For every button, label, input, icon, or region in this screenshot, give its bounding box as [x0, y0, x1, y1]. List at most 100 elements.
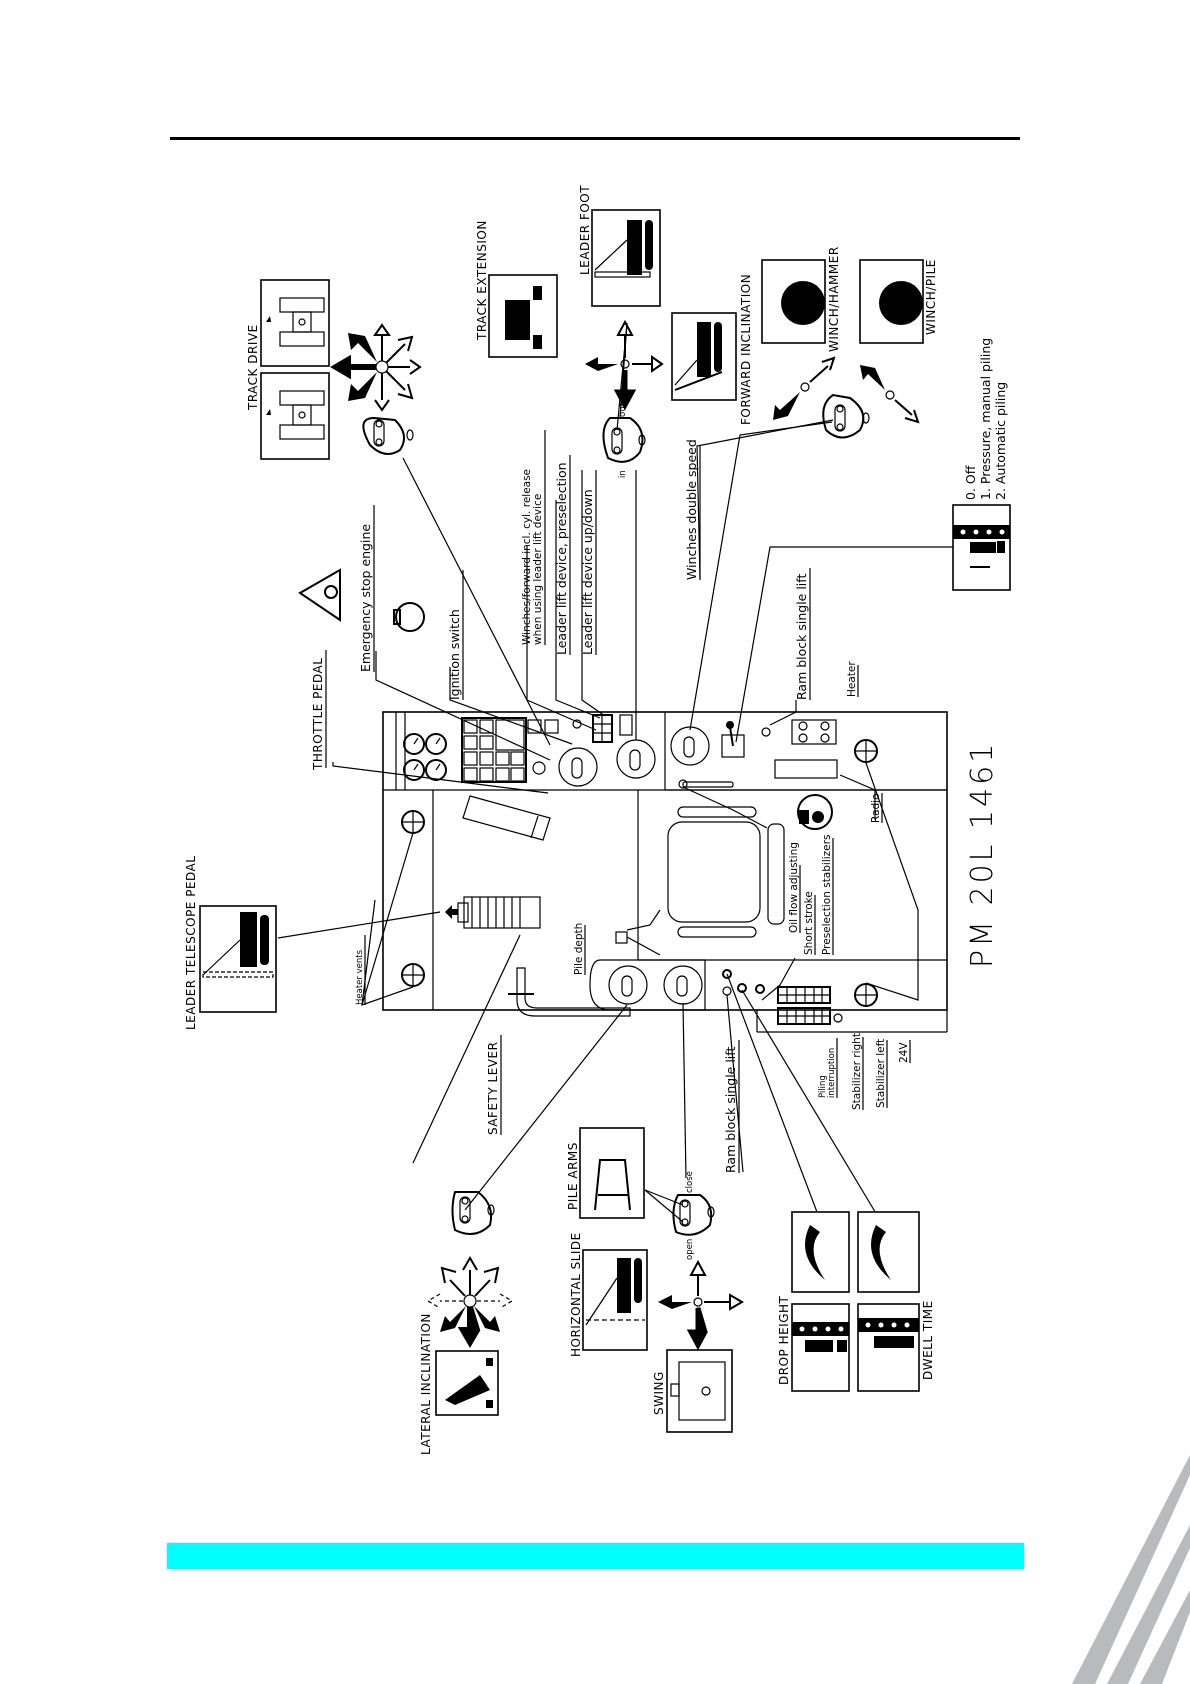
label-emergency-stop: Emergency stop engine	[358, 524, 373, 672]
mode-selector-lever[interactable]	[721, 721, 745, 758]
label-forward-inclination: FORWARD INCLINATION	[739, 274, 753, 425]
label-stabilizer-right: Stabilizer right	[851, 1033, 863, 1110]
label-ram-block-top: Ram block single lift	[794, 574, 809, 700]
emergency-stop-icon	[298, 568, 341, 622]
leader-foot-symbol	[591, 209, 661, 307]
model-code: PM 20L 1461	[965, 741, 1000, 968]
heater-vent-2	[401, 963, 425, 987]
console-knob-4[interactable]	[608, 965, 648, 1005]
stripe-2	[1107, 1525, 1190, 1684]
safety-lever[interactable]	[516, 967, 631, 1017]
horizontal-slide-symbol	[582, 1249, 648, 1351]
lateral-inclination-symbol	[435, 1350, 499, 1416]
radio-antenna	[678, 779, 734, 789]
label-preselection-stabilizers: Preselection stabilizers	[821, 835, 833, 955]
drop-height-symbol	[791, 1303, 850, 1392]
joystick-track-drive[interactable]	[362, 416, 414, 455]
leader-telescope-pedal[interactable]	[445, 896, 541, 929]
ignition-icon	[393, 602, 425, 632]
label-pile-arms: PILE ARMS	[566, 1142, 580, 1210]
swing-symbol	[666, 1349, 733, 1433]
track-drive-symbol	[260, 279, 330, 460]
label-heater-vents: Heater vents	[355, 949, 365, 1005]
pressure-dial-1-symbol	[791, 1211, 850, 1293]
stabilizer-switch-row-1[interactable]	[777, 986, 831, 1004]
label-safety-lever: SAFETY LEVER	[486, 1042, 500, 1135]
label-piling-line2: interruption	[827, 1048, 837, 1098]
label-winches-forward-line2: when using leader lift device	[532, 494, 544, 645]
joystick-lateral[interactable]	[451, 1191, 495, 1235]
label-winch-pile: WINCH/PILE	[924, 259, 938, 335]
button-a[interactable]	[722, 969, 732, 979]
label-ignition-switch: Ignition switch	[447, 609, 462, 700]
mark-out: out	[618, 402, 628, 417]
track-extension-symbol	[488, 274, 558, 358]
ram-block-button-top[interactable]	[761, 727, 771, 737]
label-dwell-time: DWELL TIME	[921, 1300, 935, 1380]
leader-telescope-symbol	[199, 905, 277, 1013]
heater-controls[interactable]	[791, 719, 837, 745]
dwell-time-symbol	[857, 1303, 920, 1392]
label-leader-telescope-pedal: LEADER TELESCOPE PEDAL	[184, 856, 198, 1030]
mark-open: open	[685, 1239, 695, 1260]
throttle-pedal[interactable]	[462, 795, 551, 841]
winch-pile-symbol	[859, 259, 924, 344]
track-drive-direction-arrows	[330, 323, 422, 412]
label-track-extension: TRACK EXTENSION	[475, 220, 489, 341]
label-track-drive: TRACK DRIVE	[246, 324, 260, 411]
24v-socket	[833, 1013, 843, 1023]
label-24v: 24V	[898, 1042, 910, 1063]
label-throttle-pedal: THROTTLE PEDAL	[311, 658, 325, 771]
header-rule	[170, 137, 1020, 140]
stripe-1	[1072, 1455, 1190, 1684]
heater-vent-4	[854, 983, 878, 1007]
label-ram-block-bottom: Ram block single lift	[723, 1047, 738, 1173]
label-leader-lift-preselection: Leader lift device, preselection	[554, 462, 569, 655]
joystick-winch[interactable]	[822, 393, 870, 439]
mode-option-2: 2. Automatic piling	[993, 382, 1008, 500]
label-winch-hammer: WINCH/HAMMER	[827, 246, 841, 352]
ignition-key-switch[interactable]	[797, 794, 833, 830]
label-horizontal-slide: HORIZONTAL SLIDE	[569, 1232, 583, 1357]
button-c[interactable]	[737, 983, 747, 993]
radio-unit[interactable]	[774, 759, 838, 779]
joystick-pile-arms[interactable]	[672, 1194, 715, 1236]
label-lateral-inclination: LATERAL INCLINATION	[419, 1313, 433, 1455]
label-leader-foot: LEADER FOOT	[578, 185, 592, 275]
mode-option-1: 1. Pressure, manual piling	[978, 338, 993, 500]
label-pile-depth: Pile depth	[573, 923, 585, 975]
mark-close: close	[685, 1171, 695, 1193]
operator-seat	[667, 806, 785, 938]
label-short-stroke: Short stroke	[803, 891, 815, 955]
mark-in: in	[618, 470, 628, 478]
winch-direction-arrows	[773, 356, 920, 424]
gauge-cluster	[403, 733, 447, 781]
accent-band	[167, 1543, 1024, 1569]
mode-switch-symbol[interactable]	[952, 504, 1011, 591]
heater-vent-3	[854, 739, 878, 763]
pressure-dial-2-symbol	[857, 1211, 920, 1293]
mode-option-0: 0. Off	[963, 465, 978, 500]
slide-swing-direction-arrows	[658, 1259, 744, 1351]
lateral-direction-arrows	[426, 1256, 514, 1348]
joystick-leader[interactable]	[602, 417, 646, 463]
label-leader-lift-updown: Leader lift device up/down	[580, 489, 595, 655]
label-piling-line1: Piling	[818, 1075, 828, 1098]
label-winches-forward-line1: Winches/forward incl. cyl. release	[521, 469, 533, 645]
stripe-3	[1140, 1590, 1190, 1684]
stabilizer-switch-row-2[interactable]	[777, 1007, 831, 1025]
winch-hammer-symbol	[761, 259, 826, 344]
leader-direction-arrows	[585, 319, 664, 411]
console-knob-1[interactable]	[558, 747, 598, 787]
pile-arms-symbol	[579, 1127, 645, 1219]
label-heater: Heater	[846, 661, 858, 697]
oil-flow-button[interactable]	[755, 984, 765, 994]
label-oil-flow: Oil flow adjusting	[788, 842, 800, 933]
forward-inclination-symbol	[671, 312, 737, 401]
label-stabilizer-left: Stabilizer left	[875, 1039, 887, 1108]
label-drop-height: DROP HEIGHT	[777, 1295, 791, 1385]
label-swing: SWING	[652, 1371, 666, 1415]
